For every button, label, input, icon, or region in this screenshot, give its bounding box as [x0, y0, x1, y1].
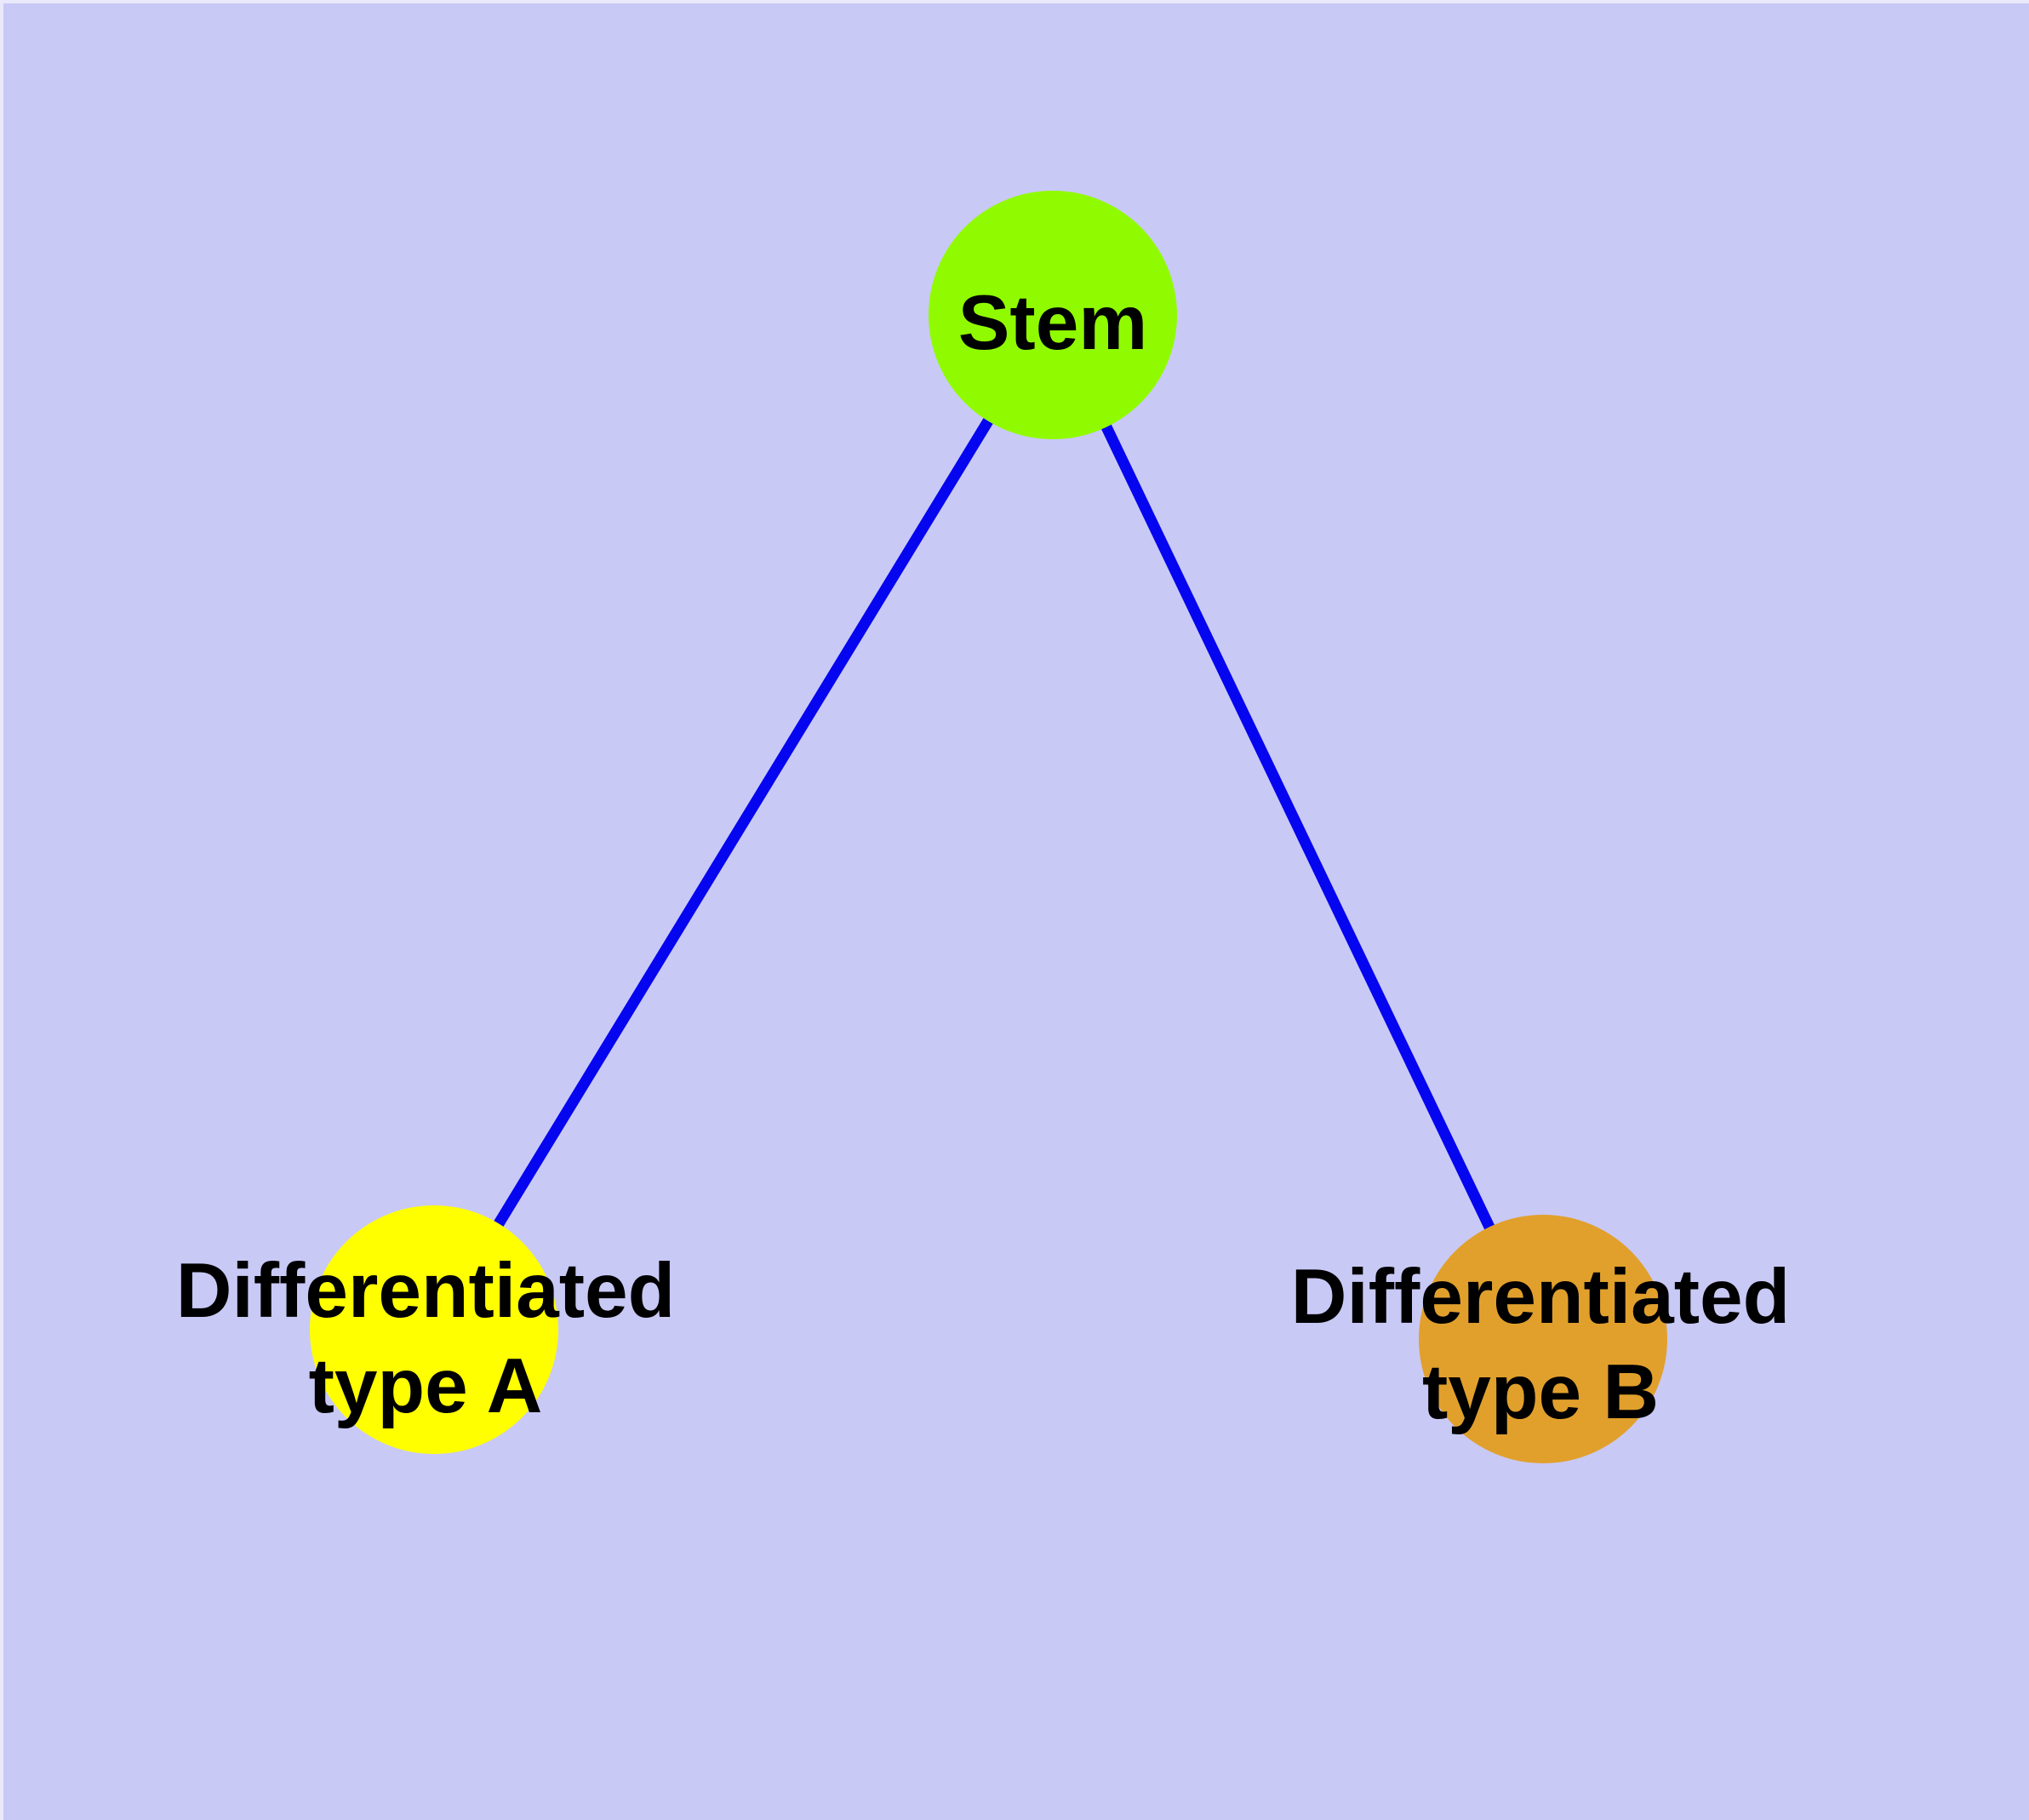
- node-differentiated-type-a-label-line1: Differentiated: [176, 1248, 676, 1334]
- node-stem-circle: [929, 191, 1177, 439]
- window-left-edge-highlight: [0, 0, 3, 1820]
- node-stem-label: Stem: [958, 280, 1148, 366]
- node-differentiated-type-b-label-line1: Differentiated: [1291, 1254, 1791, 1340]
- node-differentiated-type-b-circle: [1419, 1215, 1667, 1463]
- edge-stem-to-type-a: [429, 312, 1058, 1333]
- edge-stem-to-type-b: [1048, 312, 1548, 1342]
- node-differentiated-type-a-label-line2: type A: [309, 1343, 543, 1429]
- node-differentiated-type-b-label-line2: type B: [1422, 1349, 1659, 1435]
- window-top-edge-highlight: [0, 0, 2029, 3]
- node-differentiated-type-a-circle: [310, 1205, 558, 1454]
